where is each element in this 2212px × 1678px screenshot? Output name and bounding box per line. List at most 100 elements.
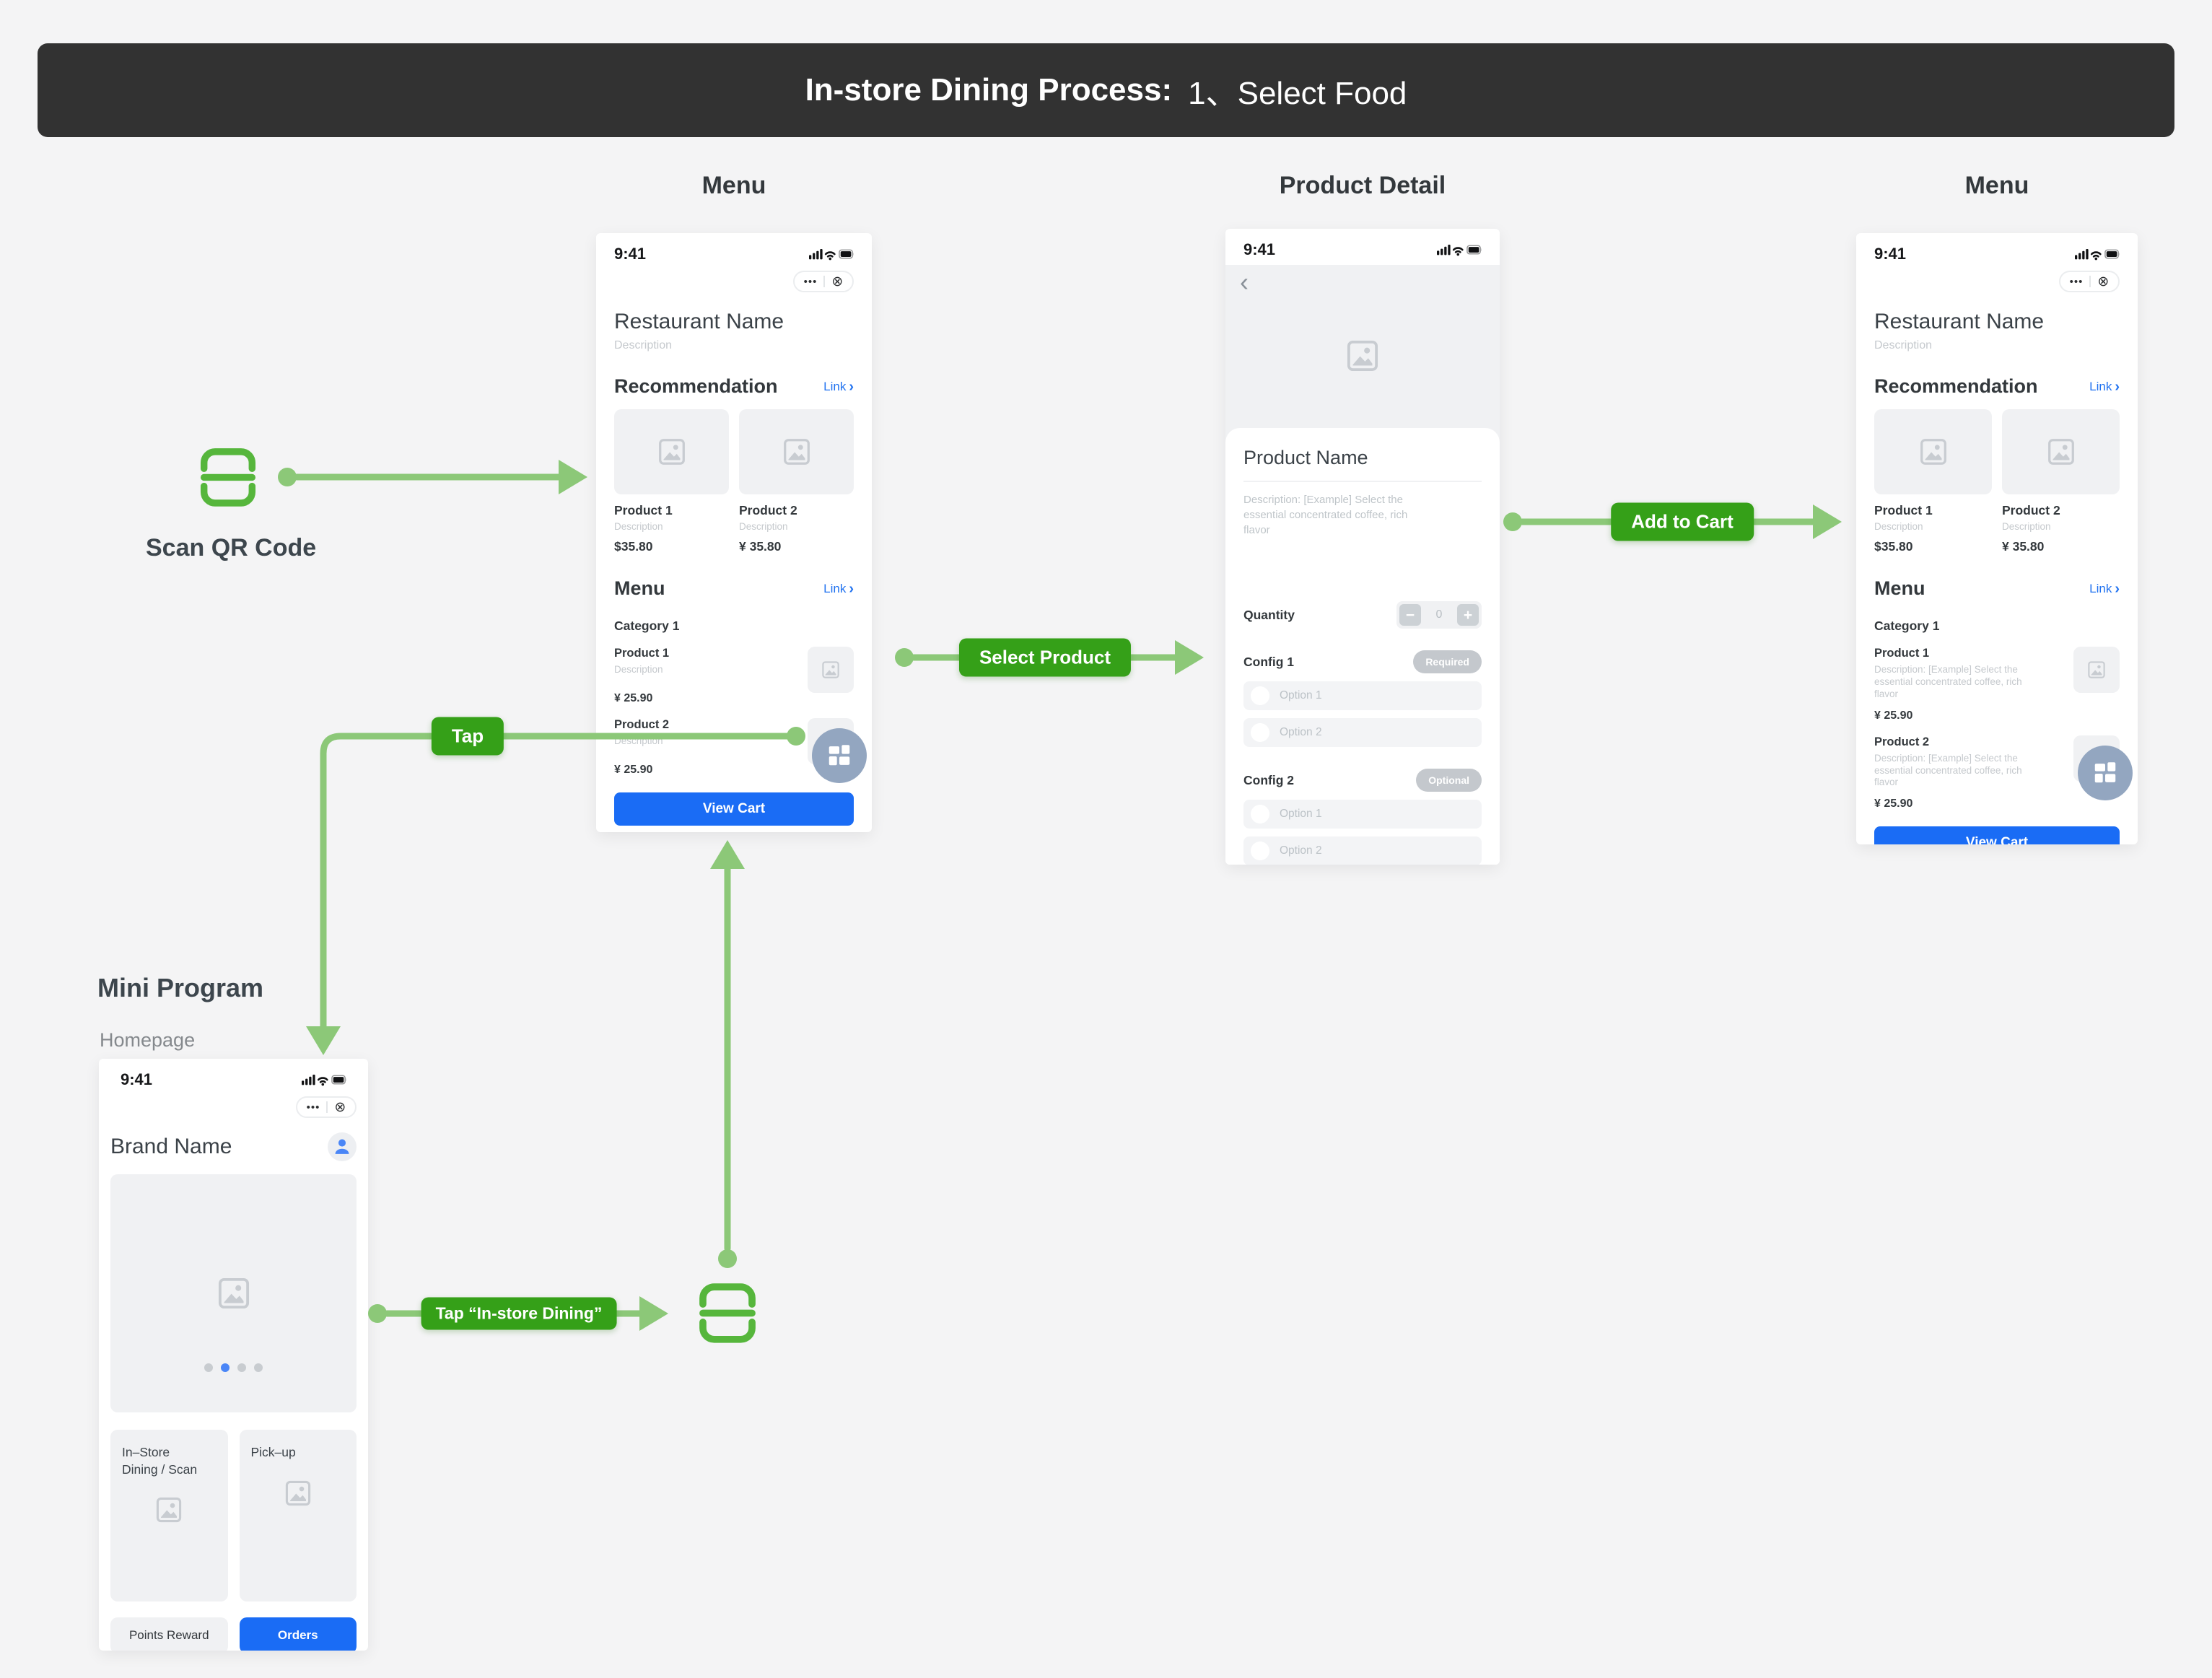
recommended-product[interactable]: Product 1 Description $35.80: [614, 503, 729, 554]
status-bar: 9:41: [1225, 229, 1500, 261]
arrow-dot-add-to-cart: [1503, 512, 1522, 531]
required-badge: Required: [1413, 650, 1482, 673]
product-name: Product 1: [614, 503, 673, 517]
product-hero-image: ‹: [1225, 265, 1500, 447]
more-icon[interactable]: •••: [2069, 275, 2084, 288]
chevron-right-icon: ›: [849, 580, 854, 597]
view-cart-button[interactable]: View Cart: [614, 792, 854, 826]
config-option[interactable]: Option 2: [1243, 718, 1482, 747]
in-store-dining-card[interactable]: In–Store Dining / Scan: [110, 1430, 228, 1601]
item-description: Description: [614, 735, 663, 746]
arrowhead-tap-instore: [639, 1296, 668, 1331]
config-option[interactable]: Option 1: [1243, 681, 1482, 710]
carousel-dot[interactable]: [254, 1363, 263, 1372]
carousel-dot[interactable]: [237, 1363, 246, 1372]
tap-target-indicator[interactable]: [812, 727, 867, 783]
recommended-product-card[interactable]: [739, 409, 854, 494]
image-placeholder-icon: [780, 435, 813, 468]
menu-list-item[interactable]: Product 1 Description: [Example] Select …: [1874, 647, 2120, 722]
close-icon[interactable]: ⊗: [831, 274, 844, 289]
select-product-pill: Select Product: [958, 638, 1132, 677]
capsule-divider: [326, 1101, 328, 1113]
restaurant-name: Restaurant Name: [1874, 310, 2045, 333]
menu-list-item[interactable]: Product 1 Description ¥ 25.90: [614, 647, 854, 705]
product-name: Product 2: [2002, 503, 2060, 517]
miniprogram-capsule[interactable]: ••• ⊗: [793, 271, 854, 292]
quantity-stepper[interactable]: − 0 +: [1396, 601, 1482, 629]
chevron-right-icon: ›: [2115, 580, 2120, 597]
arrowhead-tap: [306, 1026, 341, 1055]
banner-carousel[interactable]: [110, 1174, 357, 1412]
item-name: Product 2: [1874, 735, 1930, 748]
points-reward-button[interactable]: Points Reward: [110, 1617, 228, 1651]
config-label: Config 2: [1243, 772, 1294, 787]
more-icon[interactable]: •••: [803, 275, 818, 288]
recommended-product-card[interactable]: [1874, 409, 1992, 494]
arrow-dot-select-product: [895, 648, 914, 667]
radio-icon[interactable]: [1251, 805, 1269, 823]
recommendation-link[interactable]: Link›: [2089, 378, 2120, 395]
orders-button[interactable]: Orders: [239, 1617, 357, 1651]
recommended-product[interactable]: Product 2 Description ¥ 35.80: [739, 503, 854, 554]
plus-button[interactable]: +: [1457, 604, 1479, 626]
item-description: Description: [Example] Select the essent…: [1874, 752, 2022, 788]
item-name: Product 1: [1874, 647, 1930, 660]
grid-icon: [826, 742, 853, 769]
config-option[interactable]: Option 1: [1243, 800, 1482, 829]
radio-icon[interactable]: [1251, 686, 1269, 705]
item-thumbnail: [2073, 647, 2120, 693]
status-icons: [809, 248, 854, 261]
item-price: ¥ 25.90: [614, 691, 653, 704]
menu-link[interactable]: Link›: [2089, 580, 2120, 597]
header-title-bold: In-store Dining Process:: [805, 72, 1173, 108]
product-description: Description: [1874, 521, 1923, 532]
header-title-regular: 1、Select Food: [1188, 76, 1407, 111]
homepage-label: Homepage: [100, 1029, 196, 1051]
column-title-menu-1: Menu: [701, 172, 766, 199]
recommended-product-card[interactable]: [614, 409, 729, 494]
carousel-dot-active[interactable]: [221, 1363, 229, 1372]
radio-icon[interactable]: [1251, 723, 1269, 742]
item-thumbnail: [808, 717, 867, 783]
card-title: In–Store Dining / Scan: [122, 1445, 198, 1477]
status-icons: [1437, 243, 1482, 257]
item-description: Description: [Example] Select the essent…: [1874, 664, 2022, 699]
menu-list-item[interactable]: Product 2 Description ¥ 25.90: [614, 717, 867, 783]
more-icon[interactable]: •••: [306, 1101, 320, 1114]
avatar[interactable]: [328, 1132, 357, 1161]
recommended-product[interactable]: Product 2 Description ¥ 35.80: [2002, 503, 2120, 554]
product-price: ¥ 35.80: [2002, 539, 2045, 554]
quantity-value: 0: [1435, 608, 1443, 621]
recommendation-link[interactable]: Link›: [823, 378, 854, 395]
item-thumbnail: [808, 647, 854, 693]
recommended-product-card[interactable]: [2002, 409, 2120, 494]
minus-button[interactable]: −: [1399, 604, 1421, 626]
product-name: Product 1: [1874, 503, 1933, 517]
back-icon[interactable]: ‹: [1240, 267, 1249, 297]
restaurant-description: Description: [614, 339, 673, 351]
item-name: Product 2: [614, 717, 670, 731]
page-header: In-store Dining Process: 1、Select Food: [38, 43, 2174, 137]
product-description: Description: [614, 521, 663, 532]
image-placeholder-icon: [2045, 435, 2078, 468]
close-icon[interactable]: ⊗: [2097, 274, 2110, 289]
menu-title: Menu: [614, 577, 665, 599]
view-cart-button[interactable]: View Cart: [1874, 826, 2120, 844]
tap-target-indicator[interactable]: [2078, 745, 2133, 800]
menu-list-item[interactable]: Product 2 Description: [Example] Select …: [1874, 735, 2133, 811]
pick-up-card[interactable]: Pick–up: [239, 1430, 357, 1601]
radio-icon[interactable]: [1251, 842, 1269, 860]
image-placeholder-icon: [214, 1274, 253, 1313]
close-icon[interactable]: ⊗: [334, 1099, 346, 1115]
miniprogram-capsule[interactable]: ••• ⊗: [2059, 271, 2120, 292]
carousel-dot[interactable]: [204, 1363, 213, 1372]
status-time: 9:41: [1243, 240, 1276, 258]
recommended-product[interactable]: Product 1 Description $35.80: [1874, 503, 1992, 554]
restaurant-name: Restaurant Name: [614, 310, 784, 333]
homepage-phone: 9:41 ••• ⊗ Brand Name: [99, 1059, 368, 1651]
menu-link[interactable]: Link›: [823, 580, 854, 597]
arrowhead-scan2-up: [710, 840, 745, 869]
miniprogram-capsule[interactable]: ••• ⊗: [296, 1096, 357, 1118]
config-option[interactable]: Option 2: [1243, 836, 1482, 865]
